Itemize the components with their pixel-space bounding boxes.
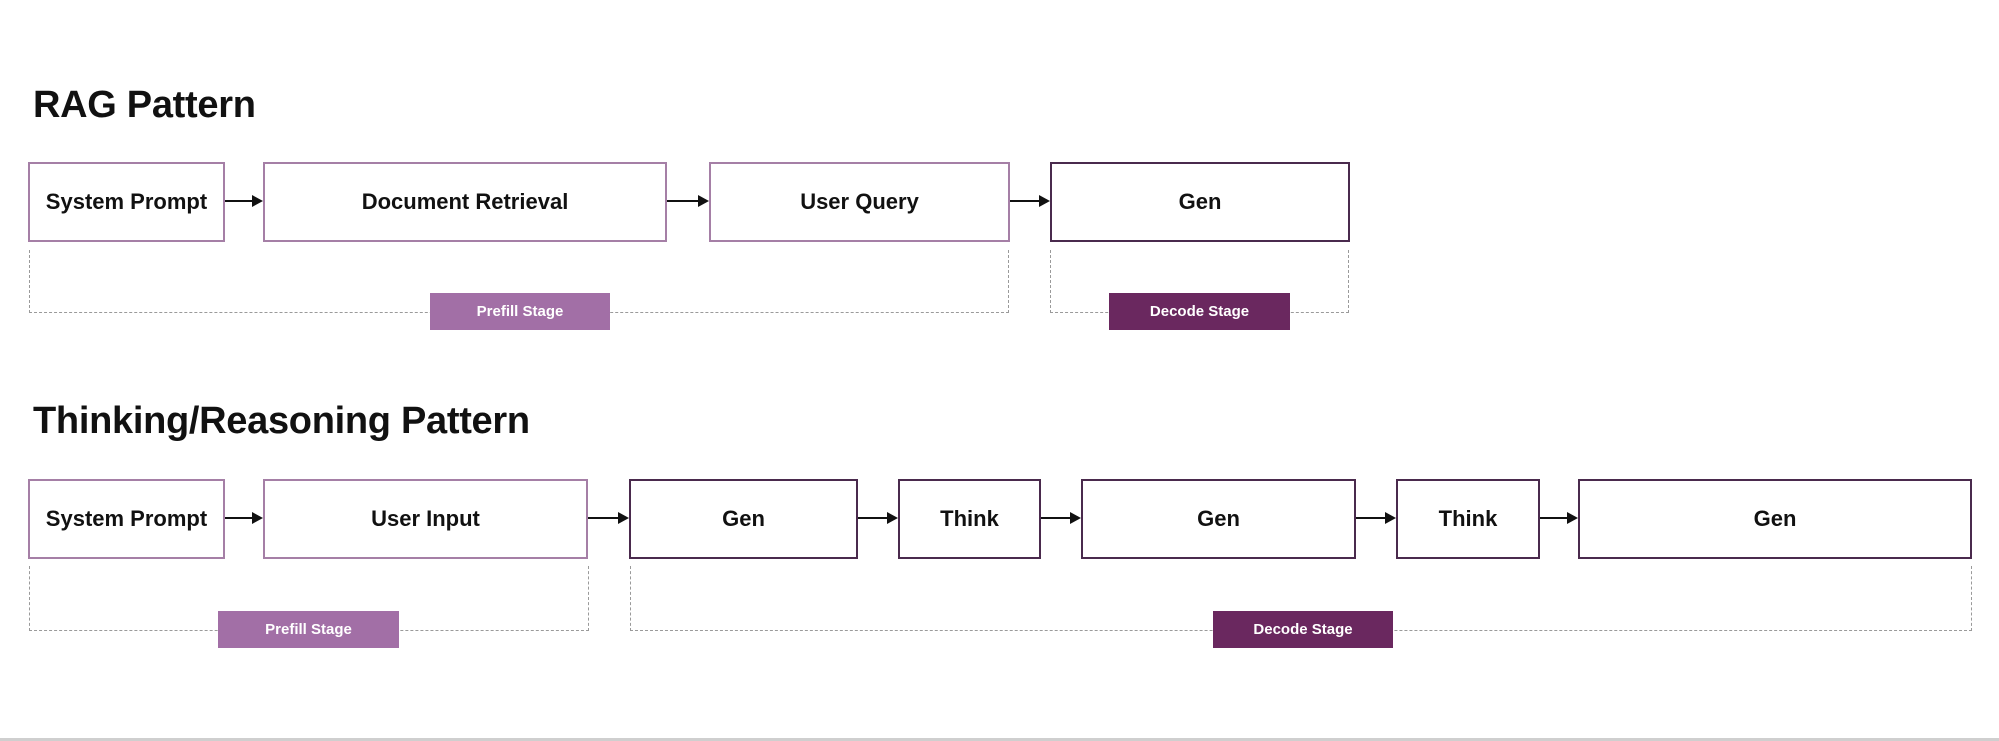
thinking-arrow-2 <box>588 511 629 525</box>
rag-decode-stage-label: Decode Stage <box>1109 293 1290 330</box>
rag-arrow-2 <box>667 194 709 208</box>
rag-document-retrieval-box: Document Retrieval <box>263 162 667 242</box>
thinking-gen-box-1: Gen <box>629 479 858 559</box>
rag-system-prompt-box: System Prompt <box>28 162 225 242</box>
thinking-pattern-title: Thinking/Reasoning Pattern <box>33 400 530 442</box>
thinking-arrow-6 <box>1540 511 1578 525</box>
thinking-system-prompt-box: System Prompt <box>28 479 225 559</box>
thinking-arrow-4 <box>1041 511 1081 525</box>
thinking-gen-box-3: Gen <box>1578 479 1972 559</box>
thinking-prefill-stage-label: Prefill Stage <box>218 611 399 648</box>
thinking-think-box-2: Think <box>1396 479 1540 559</box>
bottom-divider <box>0 738 1999 741</box>
thinking-think-box-1: Think <box>898 479 1041 559</box>
rag-arrow-3 <box>1010 194 1050 208</box>
thinking-arrow-1 <box>225 511 263 525</box>
thinking-arrow-5 <box>1356 511 1396 525</box>
thinking-arrow-3 <box>858 511 898 525</box>
rag-arrow-1 <box>225 194 263 208</box>
rag-gen-box: Gen <box>1050 162 1350 242</box>
rag-prefill-stage-label: Prefill Stage <box>430 293 610 330</box>
thinking-gen-box-2: Gen <box>1081 479 1356 559</box>
thinking-user-input-box: User Input <box>263 479 588 559</box>
thinking-decode-stage-label: Decode Stage <box>1213 611 1393 648</box>
rag-user-query-box: User Query <box>709 162 1010 242</box>
rag-pattern-title: RAG Pattern <box>33 84 256 126</box>
